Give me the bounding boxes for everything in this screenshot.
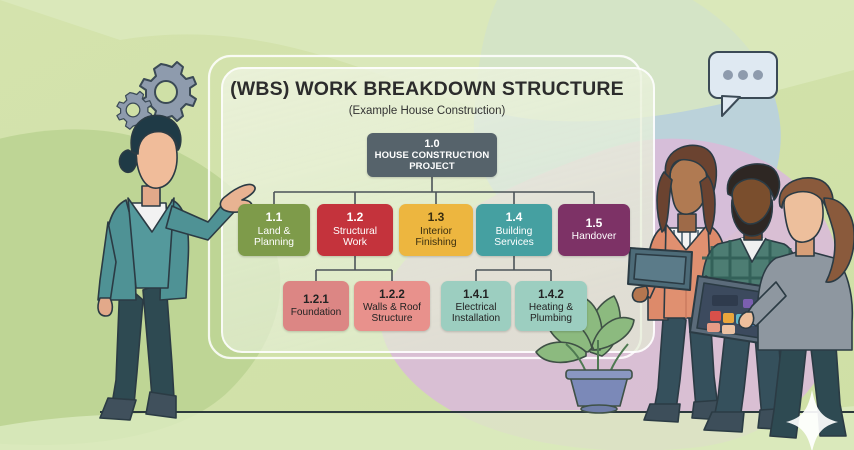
- wbs-node-label-2: Structure: [371, 312, 413, 324]
- wbs-node-label-2: Work: [343, 237, 367, 249]
- wbs-node-label: Electrical: [455, 301, 497, 313]
- wbs-node-1-4[interactable]: 1.4 Building Services: [476, 204, 552, 256]
- page-subtitle: (Example House Construction): [348, 105, 506, 117]
- wbs-node-1-2-2[interactable]: 1.2.2 Walls & Roof Structure: [354, 281, 430, 331]
- wbs-node-label-2: Services: [494, 237, 534, 249]
- wbs-node-code: 1.4.2: [538, 287, 564, 301]
- wbs-node-label-2: Installation: [451, 312, 501, 324]
- wbs-node-1-2[interactable]: 1.2 Structural Work: [317, 204, 393, 256]
- wbs-node-label: Walls & Roof: [363, 301, 421, 313]
- wbs-node-label-2: Finishing: [415, 237, 457, 249]
- wbs-node-code: 1.2.2: [379, 287, 405, 301]
- wbs-node-1-2-1[interactable]: 1.2.1 Foundation: [283, 281, 349, 331]
- wbs-node-1-1[interactable]: 1.1 Land & Planning: [238, 204, 310, 256]
- wbs-node-1-3[interactable]: 1.3 Interior Finishing: [399, 204, 473, 256]
- wbs-node-code: 1.3: [427, 210, 445, 225]
- wbs-node-code: 1.1: [265, 210, 283, 225]
- wbs-node-code: 1.4.1: [463, 287, 489, 301]
- wbs-node-1-0[interactable]: 1.0 HOUSE CONSTRUCTION PROJECT: [367, 133, 497, 177]
- wbs-node-label: Structural: [332, 225, 378, 237]
- potted-plant-icon: [535, 295, 635, 414]
- wbs-node-1-5[interactable]: 1.5 Handover: [558, 204, 630, 256]
- speech-bubble-icon: [708, 51, 778, 117]
- page-title: (WBS) WORK BREAKDOWN STRUCTURE: [230, 78, 624, 100]
- wbs-node-label-2: PROJECT: [409, 160, 455, 172]
- wbs-node-code: 1.2.1: [303, 293, 329, 307]
- wbs-node-label: Heating &: [528, 301, 574, 313]
- wbs-node-label: Foundation: [290, 307, 342, 319]
- wbs-node-label: Land &: [257, 225, 291, 237]
- presenter-woman-pointing: [97, 114, 256, 421]
- wbs-node-label: Building: [495, 225, 533, 237]
- wbs-node-code: 1.5: [585, 216, 603, 231]
- wbs-node-code: 1.4: [505, 210, 523, 225]
- sparkle-icon: [786, 390, 838, 450]
- wbs-node-label: Handover: [571, 231, 617, 243]
- wbs-node-1-4-2[interactable]: 1.4.2 Heating & Plumbing: [515, 281, 587, 331]
- wbs-node-label: HOUSE CONSTRUCTION: [374, 150, 490, 162]
- blob-pale-lower: [0, 406, 854, 450]
- wbs-node-code: 1.2: [346, 210, 364, 225]
- wbs-node-label-2: Planning: [253, 237, 295, 249]
- wbs-node-label-2: Plumbing: [529, 312, 573, 324]
- wbs-node-label: Interior: [419, 225, 453, 237]
- wbs-node-code: 1.0: [424, 137, 440, 150]
- wbs-node-1-4-1[interactable]: 1.4.1 Electrical Installation: [441, 281, 511, 331]
